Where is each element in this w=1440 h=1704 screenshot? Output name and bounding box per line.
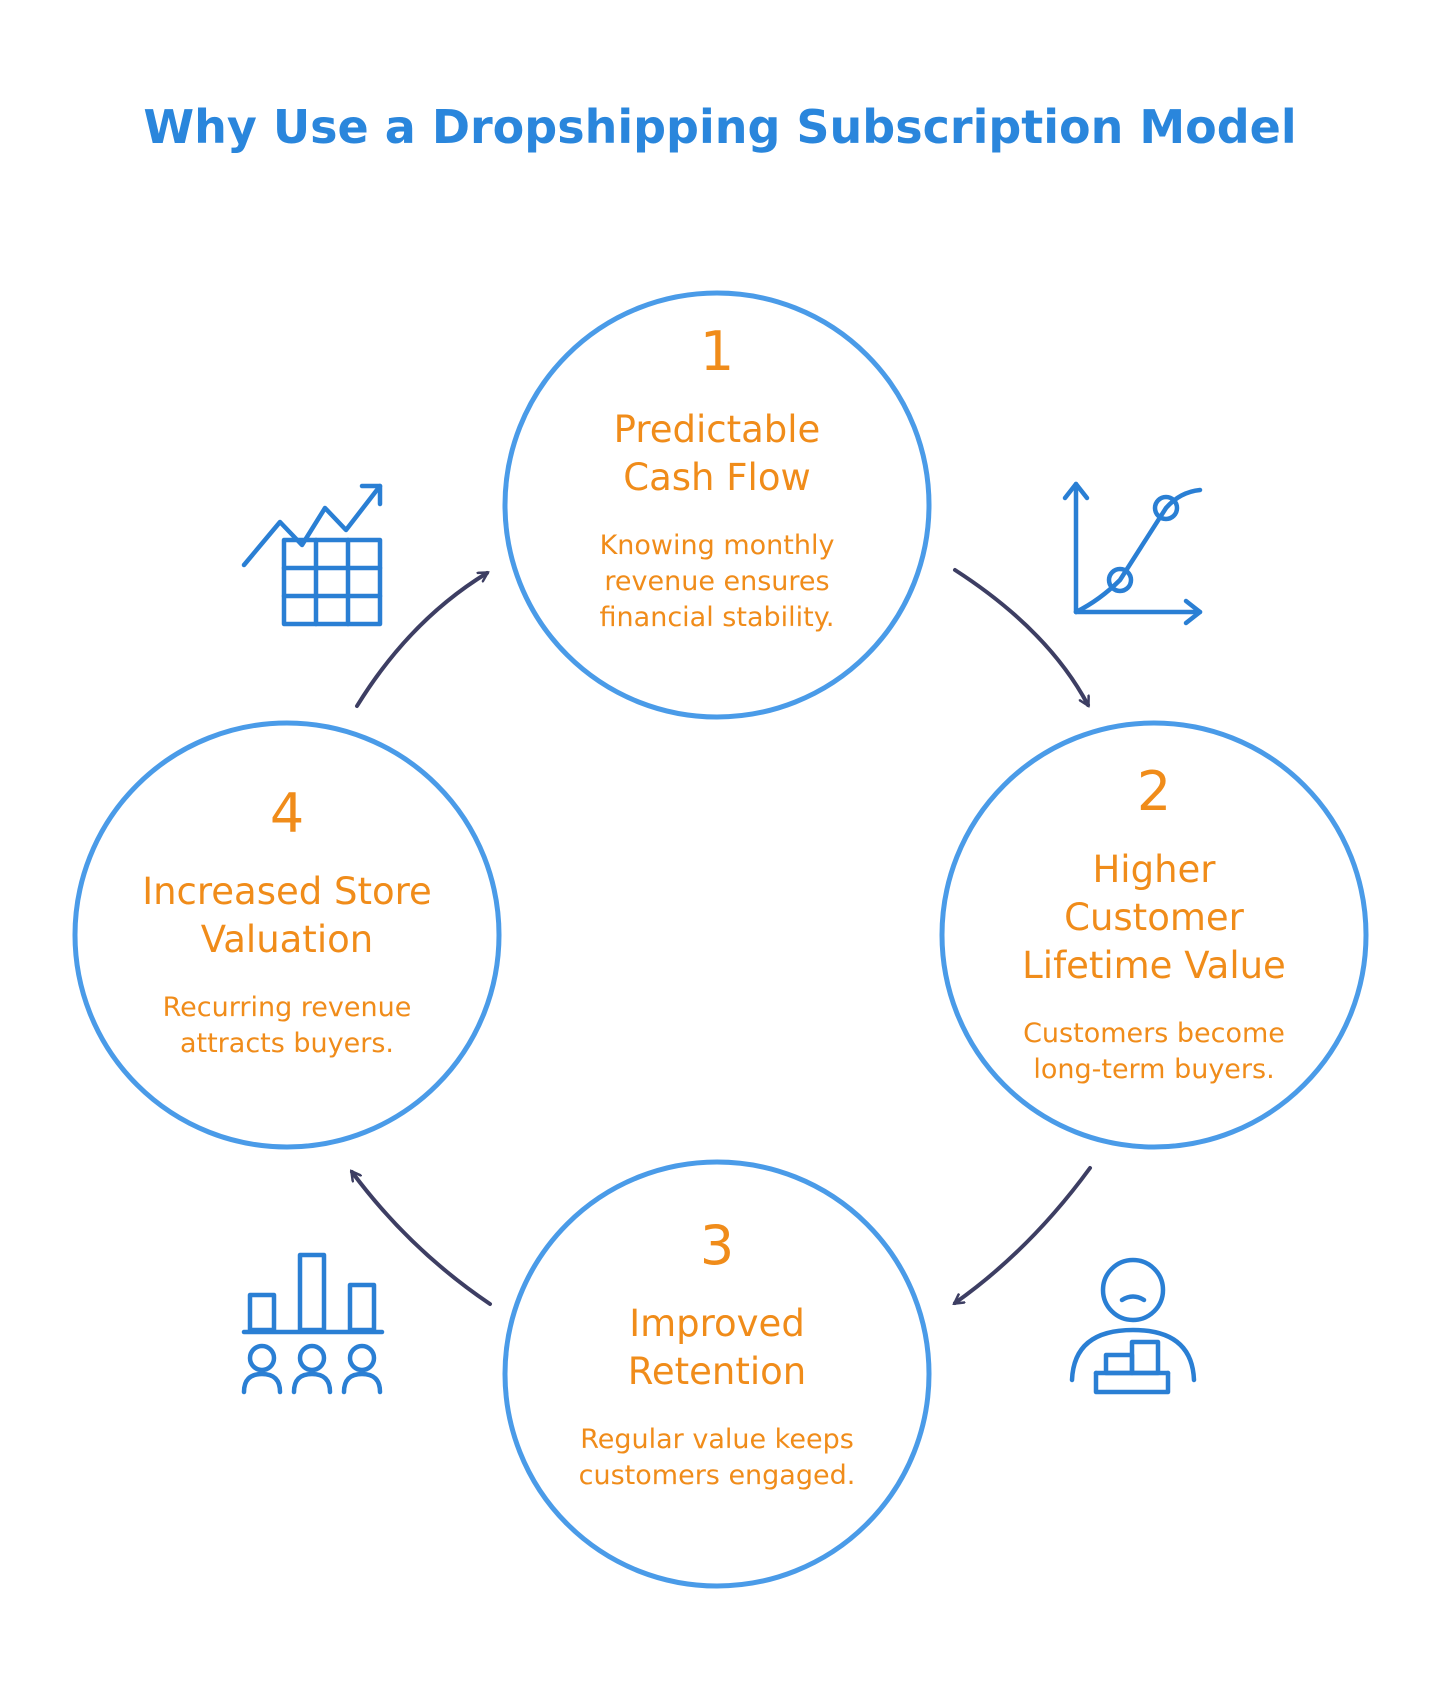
step-3-circle — [502, 1159, 932, 1589]
customer-retention-icon — [241, 1252, 385, 1395]
step-number: 1 — [699, 320, 735, 383]
step-description: Regular value keeps customers engaged. — [578, 1424, 856, 1491]
step-description: Recurring revenue attracts buyers. — [162, 992, 412, 1059]
step-heading: Higher Customer Lifetime Value — [1022, 848, 1286, 987]
step-heading: Increased Store Valuation — [142, 870, 432, 961]
page-title: Why Use a Dropshipping Subscription Mode… — [143, 100, 1297, 154]
step-heading: Improved Retention — [627, 1302, 807, 1393]
step-description: Knowing monthly revenue ensures financia… — [599, 530, 835, 633]
line-chart-growth-icon — [1062, 481, 1203, 626]
step-2-circle — [939, 720, 1369, 1150]
revenue-table-icon — [241, 483, 383, 627]
step-number: 2 — [1136, 760, 1172, 823]
step-description: Customers become long-term buyers. — [1023, 1018, 1285, 1085]
step-1-circle — [502, 290, 932, 720]
step-number: 4 — [269, 782, 305, 845]
step-4: 4 Increased Store Valuation Recurring re… — [87, 784, 487, 1062]
customer-value-icon — [1069, 1257, 1197, 1395]
step-4-circle — [72, 720, 502, 1150]
step-number: 3 — [699, 1214, 735, 1277]
step-2: 2 Higher Customer Lifetime Value Custome… — [954, 762, 1354, 1088]
arrow-1-to-2 — [953, 568, 1090, 705]
step-heading: Predictable Cash Flow — [613, 408, 821, 499]
arrow-3-to-4 — [352, 1172, 492, 1306]
arrow-4-to-1 — [355, 571, 487, 708]
step-1: 1 Predictable Cash Flow Knowing monthly … — [517, 322, 917, 636]
arrow-2-to-3 — [955, 1166, 1092, 1303]
step-3: 3 Improved Retention Regular value keeps… — [517, 1216, 917, 1494]
